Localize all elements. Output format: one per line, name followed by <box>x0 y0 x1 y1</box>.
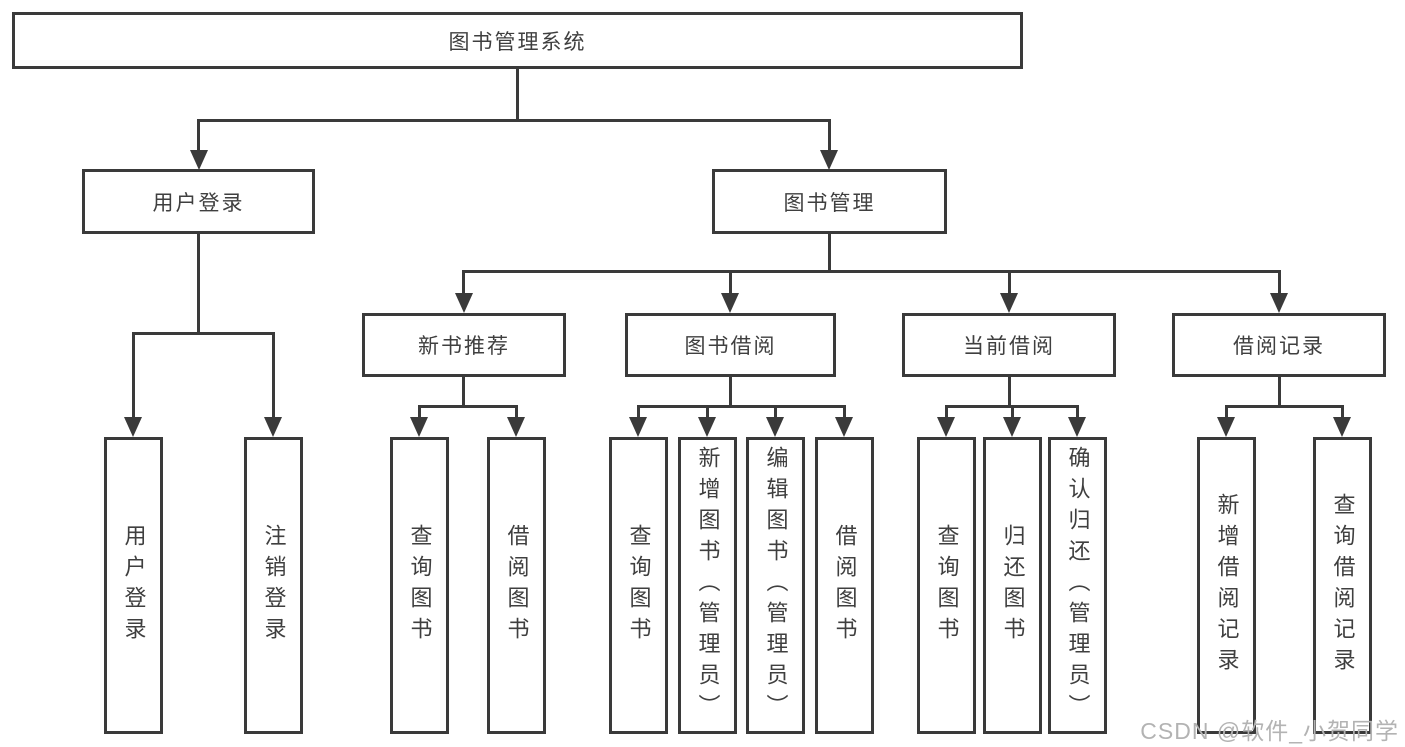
arrowhead-bookmgmt-icon <box>820 150 838 170</box>
arrowhead-userlogin-icon <box>190 150 208 170</box>
arrowhead-leaf-c2-icon <box>698 417 716 437</box>
arrowhead-current-icon <box>1000 293 1018 313</box>
connector-bookmgmt-stub <box>828 234 831 273</box>
connector-leaf-a1-drop <box>132 332 135 418</box>
connector-level2-rail <box>197 119 831 122</box>
node-new-book-recommend: 新书推荐 <box>362 313 566 377</box>
arrowhead-leaf-d2-icon <box>1003 417 1021 437</box>
leaf-return-books: 归还图书 <box>983 437 1042 734</box>
connector-records-stub <box>1278 376 1281 407</box>
arrowhead-borrow-icon <box>721 293 739 313</box>
arrowhead-records-icon <box>1270 293 1288 313</box>
connector-records-drop <box>1278 270 1281 296</box>
connector-newbook-stub <box>462 376 465 407</box>
leaf-query-books-current: 查询图书 <box>917 437 976 734</box>
leaf-query-books-newbook-label: 查询图书 <box>407 523 433 648</box>
leaf-user-login: 用户登录 <box>104 437 163 734</box>
arrowhead-leaf-c3-icon <box>766 417 784 437</box>
connector-root-stub <box>516 69 519 120</box>
leaf-logout: 注销登录 <box>244 437 303 734</box>
arrowhead-leaf-e1-icon <box>1217 417 1235 437</box>
connector-leaf-c1-drop <box>637 405 640 419</box>
leaf-query-books-current-label: 查询图书 <box>934 523 960 648</box>
csdn-watermark: CSDN @软件_小贺同学 <box>1140 718 1399 744</box>
connector-leaf-e2-drop <box>1341 405 1344 419</box>
arrowhead-leaf-a2-icon <box>264 417 282 437</box>
connector-leaf-e1-drop <box>1225 405 1228 419</box>
node-borrow-records: 借阅记录 <box>1172 313 1386 377</box>
connector-userlogin-stub <box>197 234 200 334</box>
connector-newbook-rail <box>418 405 518 408</box>
node-borrow-records-label: 借阅记录 <box>1233 335 1325 358</box>
leaf-edit-books-admin: 编辑图书（管理员） <box>746 437 805 734</box>
connector-leaf-c4-drop <box>843 405 846 419</box>
leaf-borrow-books-label: 借阅图书 <box>832 523 858 648</box>
leaf-query-books-borrow: 查询图书 <box>609 437 668 734</box>
arrowhead-leaf-c4-icon <box>835 417 853 437</box>
node-current-borrow: 当前借阅 <box>902 313 1116 377</box>
connector-leaf-c2-drop <box>706 405 709 419</box>
arrowhead-leaf-b1-icon <box>410 417 428 437</box>
leaf-return-books-label: 归还图书 <box>1000 523 1026 648</box>
connector-borrow-drop <box>729 270 732 296</box>
leaf-add-borrow-record-label: 新增借阅记录 <box>1214 492 1240 679</box>
arrowhead-leaf-b2-icon <box>507 417 525 437</box>
connector-leaf-b1-drop <box>418 405 421 419</box>
leaf-borrow-books: 借阅图书 <box>815 437 874 734</box>
connector-userlogin-drop <box>197 119 200 153</box>
connector-leaf-a2-drop <box>272 332 275 418</box>
node-user-login: 用户登录 <box>82 169 315 234</box>
node-book-management: 图书管理 <box>712 169 947 234</box>
connector-leaf-c3-drop <box>774 405 777 419</box>
leaf-confirm-return-admin: 确认归还（管理员） <box>1048 437 1107 734</box>
leaf-add-books-admin: 新增图书（管理员） <box>678 437 737 734</box>
node-book-management-label: 图书管理 <box>783 191 876 215</box>
connector-userlogin-rail <box>132 332 275 335</box>
arrowhead-leaf-a1-icon <box>124 417 142 437</box>
node-user-login-label: 用户登录 <box>152 191 245 215</box>
node-library-system: 图书管理系统 <box>12 12 1023 69</box>
leaf-edit-books-admin-label: 编辑图书（管理员） <box>763 446 789 725</box>
connector-level3-rail <box>463 270 1280 273</box>
leaf-query-books-borrow-label: 查询图书 <box>626 523 652 648</box>
arrowhead-newbook-icon <box>455 293 473 313</box>
arrowhead-leaf-e2-icon <box>1333 417 1351 437</box>
connector-leaf-d2-drop <box>1011 405 1014 419</box>
node-book-borrow: 图书借阅 <box>625 313 836 377</box>
arrowhead-leaf-c1-icon <box>629 417 647 437</box>
leaf-confirm-return-admin-label: 确认归还（管理员） <box>1065 446 1091 725</box>
node-book-borrow-label: 图书借阅 <box>684 335 777 358</box>
leaf-add-borrow-record: 新增借阅记录 <box>1197 437 1256 734</box>
connector-leaf-d3-drop <box>1076 405 1079 419</box>
leaf-borrow-books-newbook-label: 借阅图书 <box>504 523 530 648</box>
node-new-book-recommend-label: 新书推荐 <box>418 335 510 358</box>
leaf-query-borrow-record: 查询借阅记录 <box>1313 437 1372 734</box>
node-library-system-label: 图书管理系统 <box>448 30 587 54</box>
connector-records-rail <box>1225 405 1344 408</box>
leaf-user-login-label: 用户登录 <box>121 523 147 648</box>
connector-borrow-rail <box>637 405 846 408</box>
connector-leaf-d1-drop <box>945 405 948 419</box>
arrowhead-leaf-d1-icon <box>937 417 955 437</box>
node-current-borrow-label: 当前借阅 <box>963 335 1055 358</box>
connector-current-stub <box>1008 376 1011 407</box>
leaf-borrow-books-newbook: 借阅图书 <box>487 437 546 734</box>
connector-bookmgmt-drop <box>828 119 831 153</box>
leaf-logout-label: 注销登录 <box>261 523 287 648</box>
arrowhead-leaf-d3-icon <box>1068 417 1086 437</box>
connector-newbook-drop <box>462 270 465 296</box>
connector-leaf-b2-drop <box>515 405 518 419</box>
leaf-query-borrow-record-label: 查询借阅记录 <box>1330 492 1356 679</box>
connector-borrow-stub <box>729 376 732 407</box>
connector-current-drop <box>1008 270 1011 296</box>
leaf-add-books-admin-label: 新增图书（管理员） <box>695 446 721 725</box>
leaf-query-books-newbook: 查询图书 <box>390 437 449 734</box>
